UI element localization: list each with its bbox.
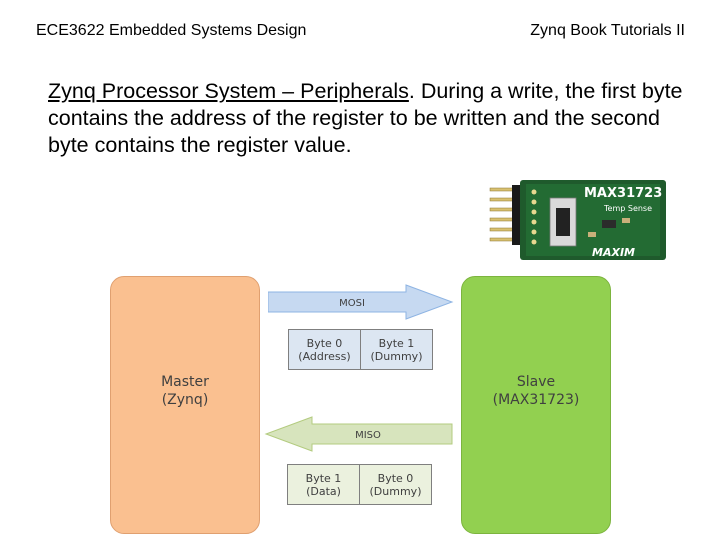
cell-line1: Byte 0	[306, 336, 343, 350]
slave-label-line1: Slave	[516, 374, 556, 390]
miso-byte-cells: Byte 1 (Data) Byte 0 (Dummy)	[287, 464, 432, 505]
header-tutorial-title: Zynq Book Tutorials II	[530, 22, 685, 39]
mosi-byte-cells: Byte 0 (Address) Byte 1 (Dummy)	[288, 329, 433, 370]
cell-line2: (Data)	[306, 484, 341, 498]
cell-line2: (Dummy)	[370, 349, 423, 363]
mosi-byte-cell: Byte 1 (Dummy)	[361, 329, 433, 370]
board-brand: MAXIM	[592, 246, 635, 259]
master-label: Master (Zynq)	[111, 373, 259, 409]
master-block: Master (Zynq)	[110, 276, 260, 534]
miso-label: MISO	[355, 430, 381, 441]
miso-byte-cell: Byte 1 (Data)	[287, 464, 360, 505]
miso-byte-cell: Byte 0 (Dummy)	[360, 464, 432, 505]
cell-line2: (Address)	[298, 349, 351, 363]
master-label-line1: Master	[161, 374, 209, 390]
mosi-byte-cell: Byte 0 (Address)	[288, 329, 361, 370]
cell-line1: Byte 1	[305, 471, 342, 485]
body-text: . During a write, the first byte contain…	[48, 79, 683, 157]
body-highlight: Zynq Processor System – Peripherals	[48, 79, 409, 103]
cell-line2: (Dummy)	[369, 484, 422, 498]
slave-block: Slave (MAX31723)	[461, 276, 611, 534]
cell-line1: Byte 1	[378, 336, 415, 350]
slave-label: Slave (MAX31723)	[462, 373, 610, 409]
master-label-line2: (Zynq)	[161, 392, 209, 408]
miso-arrow: MISO	[264, 416, 453, 452]
mosi-label: MOSI	[339, 298, 365, 309]
slide-body-text: Zynq Processor System – Peripherals. Dur…	[48, 78, 688, 159]
slave-label-line2: (MAX31723)	[492, 392, 580, 408]
mosi-arrow: MOSI	[268, 284, 454, 320]
max31723-board-image: MAX31723 Temp Sense MAXIM	[489, 180, 666, 260]
board-label: MAX31723	[584, 186, 662, 201]
header-course-title: ECE3622 Embedded Systems Design	[36, 22, 307, 39]
cell-line1: Byte 0	[377, 471, 414, 485]
board-sublabel: Temp Sense	[603, 204, 652, 213]
